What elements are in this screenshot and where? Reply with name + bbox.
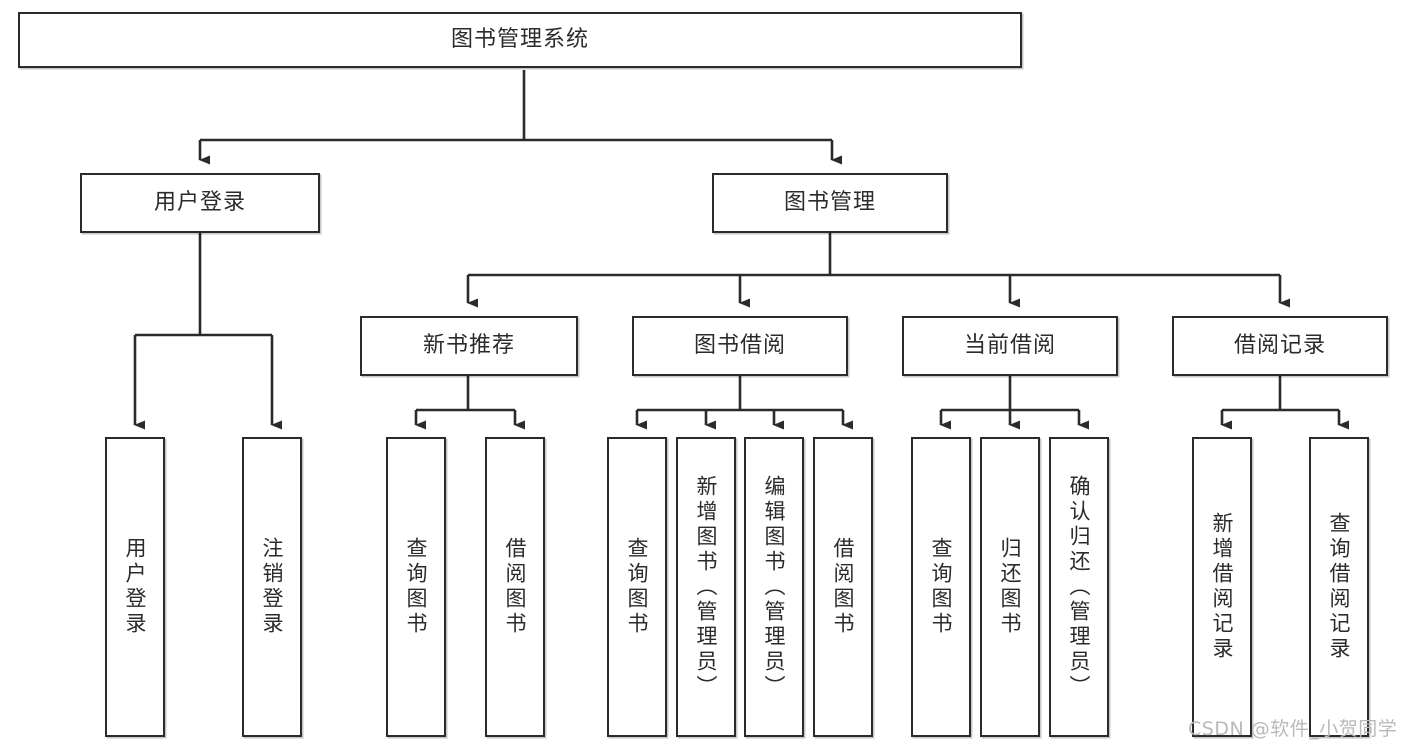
node-leaf-borrow-book-2-label: 借阅图书 [831,537,856,637]
node-leaf-query-book-1[interactable]: 查询图书 [386,437,446,737]
node-leaf-query-book-2[interactable]: 查询图书 [607,437,667,737]
node-leaf-query-record[interactable]: 查询借阅记录 [1309,437,1369,737]
node-leaf-query-book-3[interactable]: 查询图书 [911,437,971,737]
node-leaf-logout-login-label: 注销登录 [260,537,285,637]
node-new-book-recommend[interactable]: 新书推荐 [360,316,578,376]
node-leaf-edit-book[interactable]: 编辑图书（管理员） [744,437,804,737]
node-leaf-add-record-label: 新增借阅记录 [1210,512,1235,662]
node-leaf-return-book[interactable]: 归还图书 [980,437,1040,737]
node-leaf-query-book-2-label: 查询图书 [625,537,650,637]
node-book-borrow-label: 图书借阅 [693,332,786,358]
node-leaf-user-login-label: 用户登录 [123,537,148,637]
node-leaf-confirm-return[interactable]: 确认归还（管理员） [1049,437,1109,737]
node-leaf-query-record-label: 查询借阅记录 [1327,512,1352,662]
node-leaf-confirm-return-label: 确认归还（管理员） [1067,474,1092,700]
node-user-login[interactable]: 用户登录 [80,173,320,233]
node-user-login-label: 用户登录 [153,189,246,215]
node-leaf-borrow-book-1-label: 借阅图书 [503,537,528,637]
node-borrow-record[interactable]: 借阅记录 [1172,316,1388,376]
node-current-borrow-label: 当前借阅 [963,332,1056,358]
node-borrow-record-label: 借阅记录 [1233,332,1326,358]
node-new-book-recommend-label: 新书推荐 [422,332,515,358]
node-leaf-add-record[interactable]: 新增借阅记录 [1192,437,1252,737]
node-root[interactable]: 图书管理系统 [18,12,1022,68]
node-leaf-edit-book-label: 编辑图书（管理员） [762,474,787,700]
node-leaf-add-book-label: 新增图书（管理员） [694,474,719,700]
node-book-borrow[interactable]: 图书借阅 [632,316,848,376]
node-current-borrow[interactable]: 当前借阅 [902,316,1118,376]
node-book-manage-label: 图书管理 [783,189,876,215]
node-leaf-user-login[interactable]: 用户登录 [105,437,165,737]
node-book-manage[interactable]: 图书管理 [712,173,948,233]
node-leaf-query-book-1-label: 查询图书 [404,537,429,637]
node-root-label: 图书管理系统 [450,26,589,52]
node-leaf-borrow-book-2[interactable]: 借阅图书 [813,437,873,737]
node-leaf-return-book-label: 归还图书 [998,537,1023,637]
node-leaf-add-book[interactable]: 新增图书（管理员） [676,437,736,737]
node-leaf-query-book-3-label: 查询图书 [929,537,954,637]
node-leaf-logout-login[interactable]: 注销登录 [242,437,302,737]
node-leaf-borrow-book-1[interactable]: 借阅图书 [485,437,545,737]
